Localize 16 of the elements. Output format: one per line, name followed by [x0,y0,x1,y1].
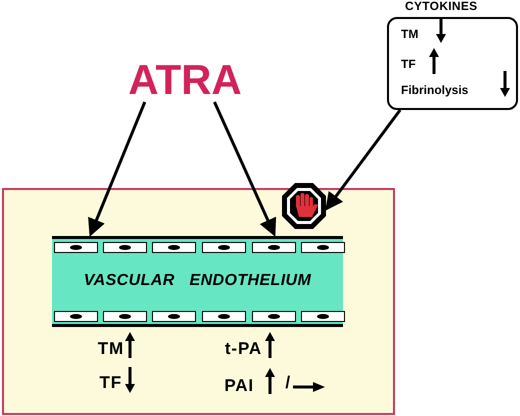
tissue-panel [2,188,395,415]
marker-label: TF [98,374,122,391]
vessel-label: VASCULAR ENDOTHELIUM [84,271,312,291]
arrow [325,109,402,211]
vessel-band [52,236,343,327]
effect-text: TM [401,28,418,40]
arrow [213,101,276,237]
marker-label: t-PA [224,340,262,357]
box-heading: CYTOKINES [405,0,478,12]
effect-text: Fibrinolysis [401,84,468,96]
effect-text: TF [401,58,416,70]
marker-label: PAI [223,377,254,394]
marker-label: / [284,374,291,391]
arrow [88,101,146,237]
drug-label: ATRA [118,58,252,102]
marker-label: TM [96,340,124,357]
